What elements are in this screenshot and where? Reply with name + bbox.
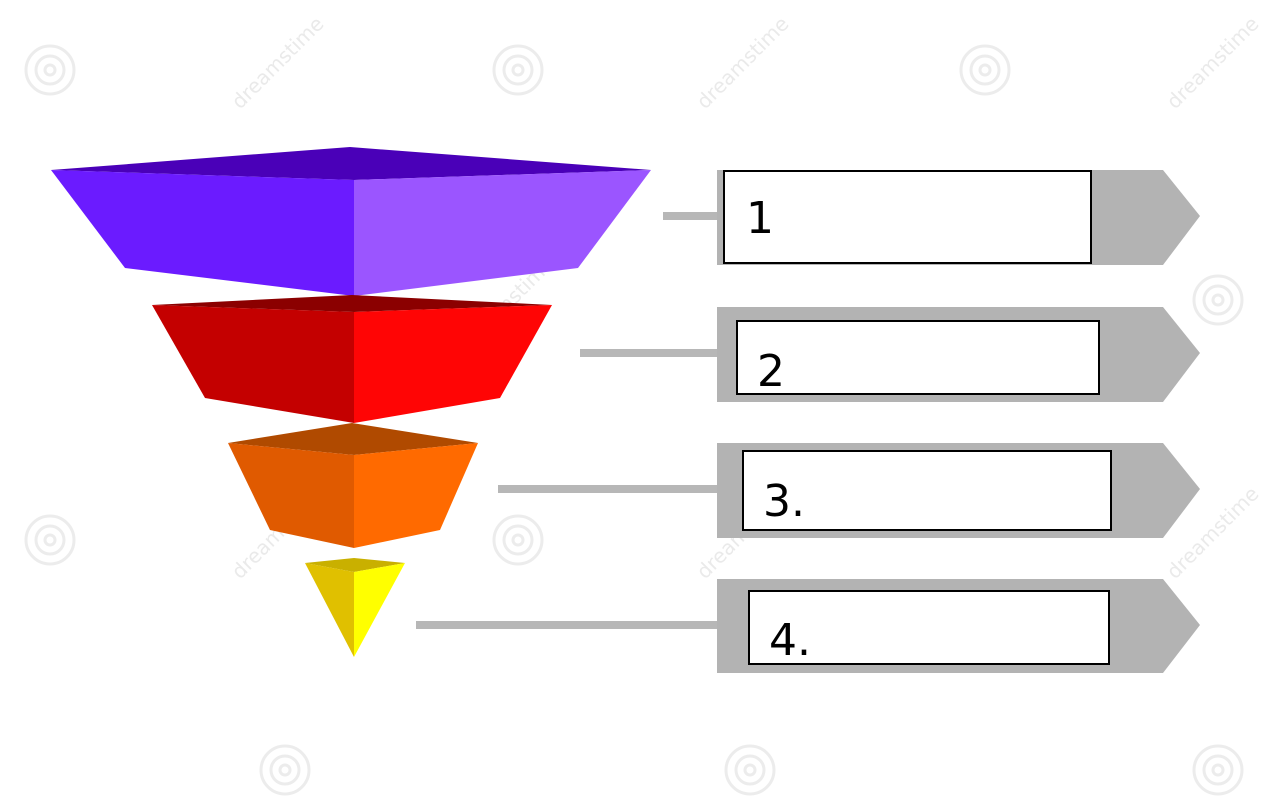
- label-box-2: [737, 321, 1099, 394]
- label-text-2: 2: [757, 346, 785, 397]
- funnel-layer-3-left: [228, 443, 354, 548]
- label-text-3: 3.: [763, 476, 805, 527]
- funnel-layer-3-right: [354, 443, 478, 548]
- funnel-layer-1-right: [354, 170, 651, 296]
- label-box-1: [724, 171, 1091, 263]
- label-boxes: 1 2 3. 4.: [724, 171, 1111, 666]
- watermark-text: dreamstime: [227, 12, 329, 114]
- watermark-text: dreamstime: [1162, 12, 1264, 114]
- label-text-1: 1: [746, 193, 774, 244]
- funnel-layer-2-right: [354, 305, 552, 423]
- funnel-layer-4-right: [354, 563, 405, 657]
- funnel-layer-1: [51, 147, 651, 296]
- label-text-4: 4.: [769, 615, 811, 666]
- watermark-text: dreamstime: [692, 12, 794, 114]
- funnel-layer-2-left: [152, 305, 354, 423]
- funnel-layer-2: [152, 295, 552, 423]
- funnel-layer-1-left: [51, 170, 354, 296]
- funnel-layer-4: [305, 558, 405, 657]
- funnel-layer-4-left: [305, 563, 354, 657]
- watermark: dreamstime dreamstime dreamstime dreamst…: [26, 12, 1263, 794]
